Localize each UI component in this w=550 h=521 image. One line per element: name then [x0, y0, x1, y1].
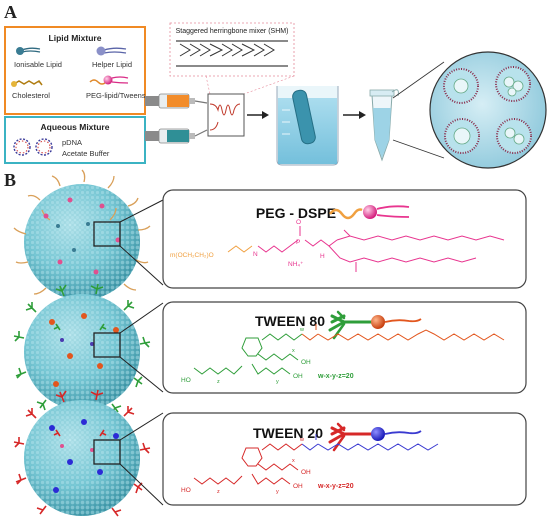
- tween80-oh-2: OH: [293, 373, 303, 380]
- panel-a-label: A: [4, 2, 17, 22]
- tween80-sub-z: z: [217, 379, 220, 385]
- aqueous-mixture-title: Aqueous Mixture: [41, 122, 110, 132]
- tween80-sub-x: x: [292, 348, 295, 354]
- lnp-sphere-peg: [13, 169, 164, 311]
- aqueous-mixture-box: Aqueous Mixture pDNA Acetate Buffer: [4, 116, 146, 164]
- tween80-panel: TWEEN 80 HO OH OH z y w x w-x-y-z=20: [162, 301, 527, 394]
- tube-icon: [369, 89, 399, 162]
- syringe-bottom-icon: [145, 128, 208, 144]
- ionisable-lipid-label: Ionisable Lipid: [14, 60, 62, 69]
- peg-lipid-icon: [329, 205, 410, 220]
- cholesterol-icon: [11, 79, 43, 87]
- peg-lipid-icon: [89, 75, 129, 85]
- zoom-lines: [392, 61, 445, 159]
- shm-label: Staggered herringbone mixer (SHM): [176, 28, 289, 35]
- tween20-oh: OH: [301, 469, 311, 476]
- lnp-zoom-circle: [429, 51, 547, 169]
- tween20-sub-w: w: [299, 437, 304, 443]
- peg-lipid-label: PEG-lipid/Tweens: [86, 91, 146, 100]
- cholesterol-label: Cholesterol: [12, 91, 50, 100]
- tween80-surfactant-icon: [328, 310, 422, 340]
- pdna-icon: [13, 138, 53, 156]
- peg-dspe-panel: PEG - DSPE m(OCH₂CH₂)O N P O H NH₄⁺: [162, 189, 527, 289]
- tween80-sub-y: y: [276, 379, 279, 385]
- peg-fragment-1: m(OCH₂CH₂)O: [170, 252, 214, 259]
- lnp-sphere-tween80: [13, 283, 164, 420]
- tween20-title: TWEEN 20: [253, 425, 323, 441]
- tween20-ho: HO: [181, 487, 191, 494]
- peg-fragment-3: N: [253, 251, 258, 258]
- tween20-panel: TWEEN 20 HO OH OH z y w x w-x-y-z=20: [162, 412, 527, 506]
- ionisable-lipid-icon: [16, 47, 41, 55]
- lipid-mixture-title: Lipid Mixture: [49, 33, 102, 43]
- tween20-sub-x: x: [292, 458, 295, 464]
- acetate-buffer-label: Acetate Buffer: [62, 149, 110, 158]
- tween80-formula: w-x-y-z=20: [317, 373, 354, 380]
- lnp-particle: [495, 66, 531, 102]
- tween20-structure: [193, 434, 439, 485]
- tween20-sub-y: y: [276, 489, 279, 495]
- tween80-ho: HO: [181, 377, 191, 384]
- helper-lipid-icon: [96, 46, 127, 56]
- tween80-title: TWEEN 80: [255, 313, 325, 329]
- tween20-sub-z: z: [217, 489, 220, 495]
- peg-structure: [227, 226, 505, 272]
- pdna-label: pDNA: [62, 138, 82, 147]
- lnp-sphere-tween20: [13, 389, 164, 517]
- peg-fragment-5: O: [296, 219, 301, 226]
- peg-fragment-6: P: [296, 239, 300, 246]
- peg-dspe-title: PEG - DSPE: [256, 205, 336, 221]
- tween80-oh: OH: [301, 359, 311, 366]
- lnp-particle: [443, 68, 479, 104]
- beaker-icon: [276, 86, 339, 166]
- microfluidic-chip-icon: [207, 93, 245, 137]
- lnp-particle: [496, 118, 532, 154]
- tween80-structure: [193, 324, 505, 375]
- peg-fragment-4: H: [320, 253, 325, 260]
- lipid-mixture-box: Lipid Mixture Ionisable Lipid Helper Lip…: [4, 26, 146, 115]
- arrow-icon-2: [343, 111, 366, 119]
- tween80-sub-w: w: [299, 327, 304, 333]
- shm-mixer-diagram: Staggered herringbone mixer (SHM): [169, 22, 295, 95]
- tween20-formula: w-x-y-z=20: [317, 483, 354, 490]
- tween20-surfactant-icon: [328, 422, 422, 452]
- syringe-top-icon: [145, 93, 208, 109]
- helper-lipid-label: Helper Lipid: [92, 60, 132, 69]
- tween20-oh-2: OH: [293, 483, 303, 490]
- lnp-particle: [444, 118, 480, 154]
- arrow-icon: [247, 111, 269, 119]
- peg-fragment-2: NH₄⁺: [288, 261, 304, 268]
- panel-b-label: B: [4, 170, 16, 190]
